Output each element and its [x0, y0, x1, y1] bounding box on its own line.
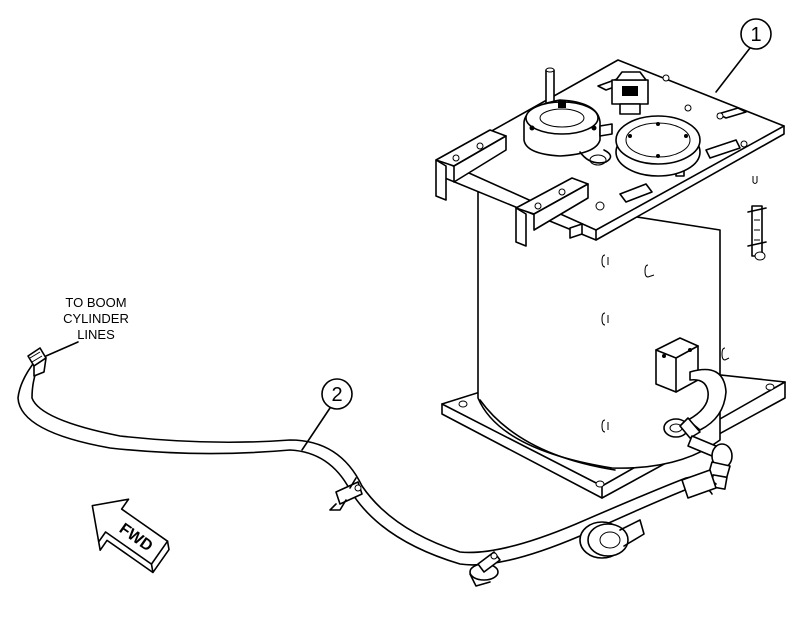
tank-body-slots — [601, 254, 730, 433]
mounting-bracket-left — [435, 129, 507, 201]
boom-label-line-3: LINES — [77, 327, 115, 342]
sight-gauge — [747, 176, 767, 261]
hose-clamp-2 — [469, 551, 501, 587]
hose-clamp-1 — [329, 477, 363, 511]
callout-1-number: 1 — [750, 24, 761, 46]
hose-crimp-sleeve — [681, 469, 717, 499]
top-plate-bars — [595, 74, 748, 211]
boom-label-line-2: CYLINDER — [63, 311, 129, 326]
callout-1: 1 — [715, 18, 772, 93]
breather-cap — [611, 71, 649, 115]
mounting-bracket-right — [515, 177, 589, 247]
return-filter — [615, 115, 701, 177]
suction-port-fitting — [655, 337, 727, 439]
hose-end-boom — [27, 347, 47, 377]
hose-grommet — [579, 519, 645, 559]
forward-direction-arrow: FWD — [91, 498, 170, 574]
hydraulic-tank-assembly — [435, 59, 786, 499]
boom-label-line-1: TO BOOM — [65, 295, 126, 310]
suction-hose — [17, 347, 717, 587]
suction-strainer — [523, 99, 613, 166]
callout-2-number: 2 — [331, 384, 342, 406]
boom-lines-label: TO BOOM CYLINDER LINES — [45, 295, 129, 357]
callout-2: 2 — [301, 378, 353, 451]
